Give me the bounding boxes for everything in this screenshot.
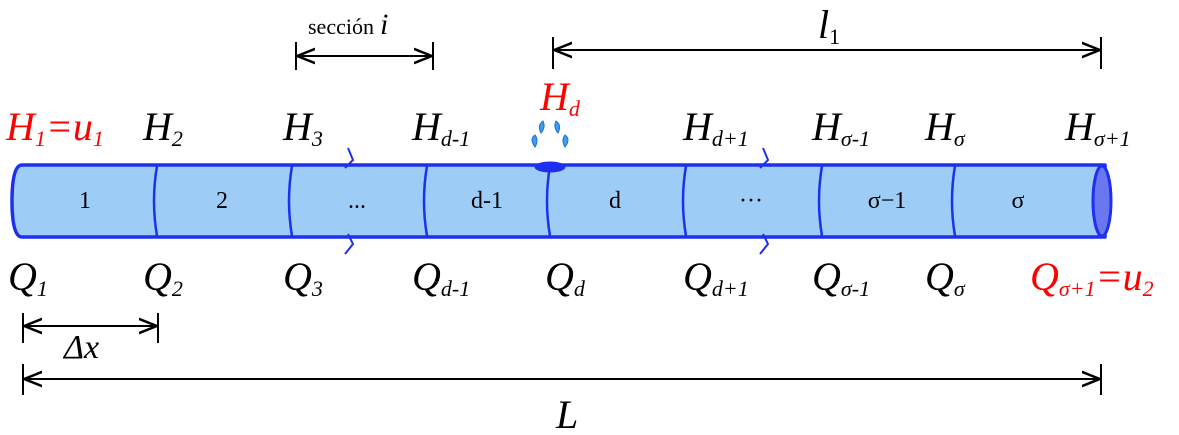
break-mark-left-bottom	[344, 233, 355, 255]
boundary-d	[545, 165, 552, 237]
segment-label-d: d	[609, 188, 621, 214]
boundary-d+1	[681, 165, 688, 237]
segment-label-sigma-1: σ−1	[868, 188, 906, 214]
break-mark-right-bottom	[759, 233, 770, 255]
flow-label-1: Q1	[8, 254, 48, 301]
segment-label-d+1: ···	[739, 188, 763, 214]
dx-dimension-label: Δx	[62, 329, 99, 366]
flow-labels: Q1 Q2 Q3 Qd-1 Qd Qd+1 Qσ-1 Qσ Qσ+1=u2	[8, 254, 1154, 301]
head-label-sigma-1: Hσ-1	[811, 104, 870, 151]
segment-label-3: ...	[348, 188, 366, 214]
head-label-1: H1=u1	[5, 104, 104, 151]
pipe-end-cap	[1091, 164, 1113, 238]
flow-label-d-1: Qd-1	[412, 254, 470, 301]
flow-label-sigma+1: Qσ+1=u2	[1030, 254, 1154, 301]
segment-label-d-1: d-1	[471, 188, 503, 214]
flow-label-3: Q3	[283, 254, 323, 301]
boundary-2	[152, 165, 159, 237]
boundary-sigma-1	[817, 165, 824, 237]
l1-dimension-label: l1	[818, 2, 840, 49]
head-label-3: H3	[282, 104, 323, 151]
head-label-sigma+1: Hσ+1	[1064, 104, 1131, 151]
segment-label-2: 2	[216, 188, 228, 214]
break-marks	[344, 147, 770, 255]
head-label-2: H2	[142, 104, 183, 151]
segment-label-sigma: σ	[1012, 188, 1025, 214]
flow-label-d+1: Qd+1	[683, 254, 749, 301]
head-labels: H1=u1 H2 H3 Hd-1 Hd Hd+1 Hσ-1 Hσ Hσ+1	[5, 74, 1131, 151]
break-mark-right-top	[759, 147, 770, 169]
flow-label-d: Qd	[545, 254, 586, 301]
flow-label-sigma-1: Qσ-1	[812, 254, 870, 301]
l1-dimension: l1	[552, 2, 1102, 69]
head-label-d-1: Hd-1	[411, 104, 470, 151]
section-boundaries	[152, 165, 957, 237]
boundary-3	[287, 165, 294, 237]
water-drops-icon	[531, 120, 569, 173]
L-dimension: L	[22, 364, 1102, 435]
flow-label-2: Q2	[143, 254, 183, 301]
head-label-sigma: Hσ	[924, 104, 966, 151]
boundary-d-1	[422, 165, 429, 237]
flow-label-sigma: Qσ	[925, 254, 966, 301]
L-dimension-label: L	[555, 392, 578, 435]
dx-dimension: Δx	[22, 313, 159, 366]
segment-label-1: 1	[79, 188, 91, 214]
head-label-d+1: Hd+1	[682, 104, 749, 151]
boundary-sigma	[950, 165, 957, 237]
pipe	[10, 163, 1113, 239]
segment-labels: 1 2 ... d-1 d ··· σ−1 σ	[79, 188, 1025, 214]
pipe-body	[10, 163, 1107, 239]
head-label-d: Hd	[539, 74, 581, 121]
break-mark-left-top	[344, 147, 355, 169]
